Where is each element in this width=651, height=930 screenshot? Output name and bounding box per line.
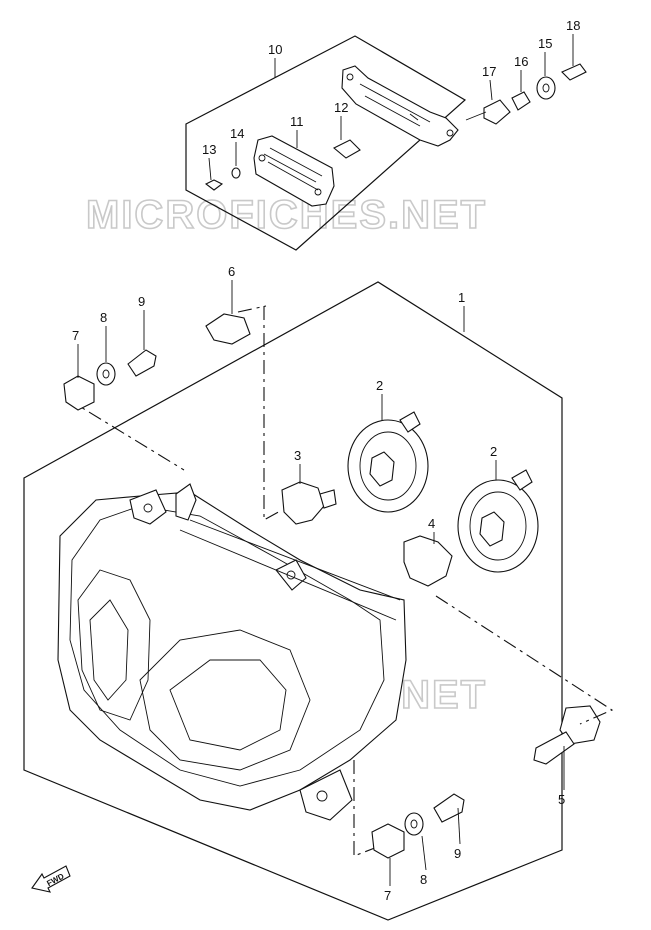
callout-2-left: 2 (376, 378, 383, 393)
mount-tab-right (275, 559, 307, 591)
left-lens (77, 569, 151, 721)
callout-8-upper: 8 (100, 310, 107, 325)
callouts-main: 1 6 7 8 9 2 2 3 4 5 9 7 8 (72, 264, 565, 903)
socket-3 (281, 481, 325, 525)
grommet-7-upper (63, 375, 95, 411)
fwd-arrow: FWD (31, 865, 71, 893)
callout-13: 13 (202, 142, 216, 157)
connector-6 (205, 313, 251, 345)
callout-7-lower: 7 (384, 888, 391, 903)
right-lens (139, 629, 311, 771)
upper-connector (175, 483, 197, 521)
callout-1: 1 (458, 290, 465, 305)
washer-8-lower (404, 812, 424, 836)
callout-3: 3 (294, 448, 301, 463)
headlight-group (23, 281, 601, 921)
callouts-top: 10 11 12 13 14 15 16 17 18 (202, 18, 580, 181)
callout-18: 18 (566, 18, 580, 33)
group-10-frame (185, 35, 467, 251)
lamp-washer (231, 167, 241, 179)
callout-9-lower: 9 (454, 846, 461, 861)
socket-4 (403, 535, 453, 587)
callout-14: 14 (230, 126, 244, 141)
bolt-18 (561, 63, 587, 81)
callout-6: 6 (228, 264, 235, 279)
fwd-arrow-icon (31, 865, 71, 893)
bolt-9-upper (127, 349, 157, 377)
callout-17: 17 (482, 64, 496, 79)
headlight-inner-rim (69, 505, 385, 787)
callout-5: 5 (558, 792, 565, 807)
grommet-17 (483, 99, 511, 125)
lamp-bracket-detail (359, 83, 431, 127)
leader-lines (65, 305, 614, 857)
collar-16 (511, 91, 531, 111)
hardware-left (63, 313, 251, 411)
callout-15: 15 (538, 36, 552, 51)
group-1-frame (23, 281, 563, 921)
callout-4: 4 (428, 516, 435, 531)
callout-11: 11 (290, 114, 304, 129)
callout-2-right: 2 (490, 444, 497, 459)
callout-8-lower: 8 (420, 872, 427, 887)
callout-12: 12 (334, 100, 348, 115)
bulb-5 (533, 705, 601, 765)
bulb-socket-2a (347, 411, 429, 513)
grommet-7-lower (371, 823, 405, 859)
bulb-socket-2b (457, 469, 539, 573)
watermark-top: MICROFICHES.NET (86, 193, 487, 237)
callout-10: 10 (268, 42, 282, 57)
callout-7-upper: 7 (72, 328, 79, 343)
callout-16: 16 (514, 54, 528, 69)
lamp-lens (253, 135, 335, 207)
lamp-screw (204, 179, 224, 191)
washer-15 (536, 76, 556, 100)
callout-9-upper: 9 (138, 294, 145, 309)
washer-8-upper (96, 362, 116, 386)
license-lamp-group (185, 35, 587, 251)
mount-tab-left (129, 489, 167, 525)
lamp-bulb (333, 139, 361, 159)
hardware-bottom (371, 793, 465, 859)
bolt-9-lower (433, 793, 465, 823)
lamp-lens-detail (263, 147, 323, 191)
mount-tab-bottom (299, 769, 353, 821)
